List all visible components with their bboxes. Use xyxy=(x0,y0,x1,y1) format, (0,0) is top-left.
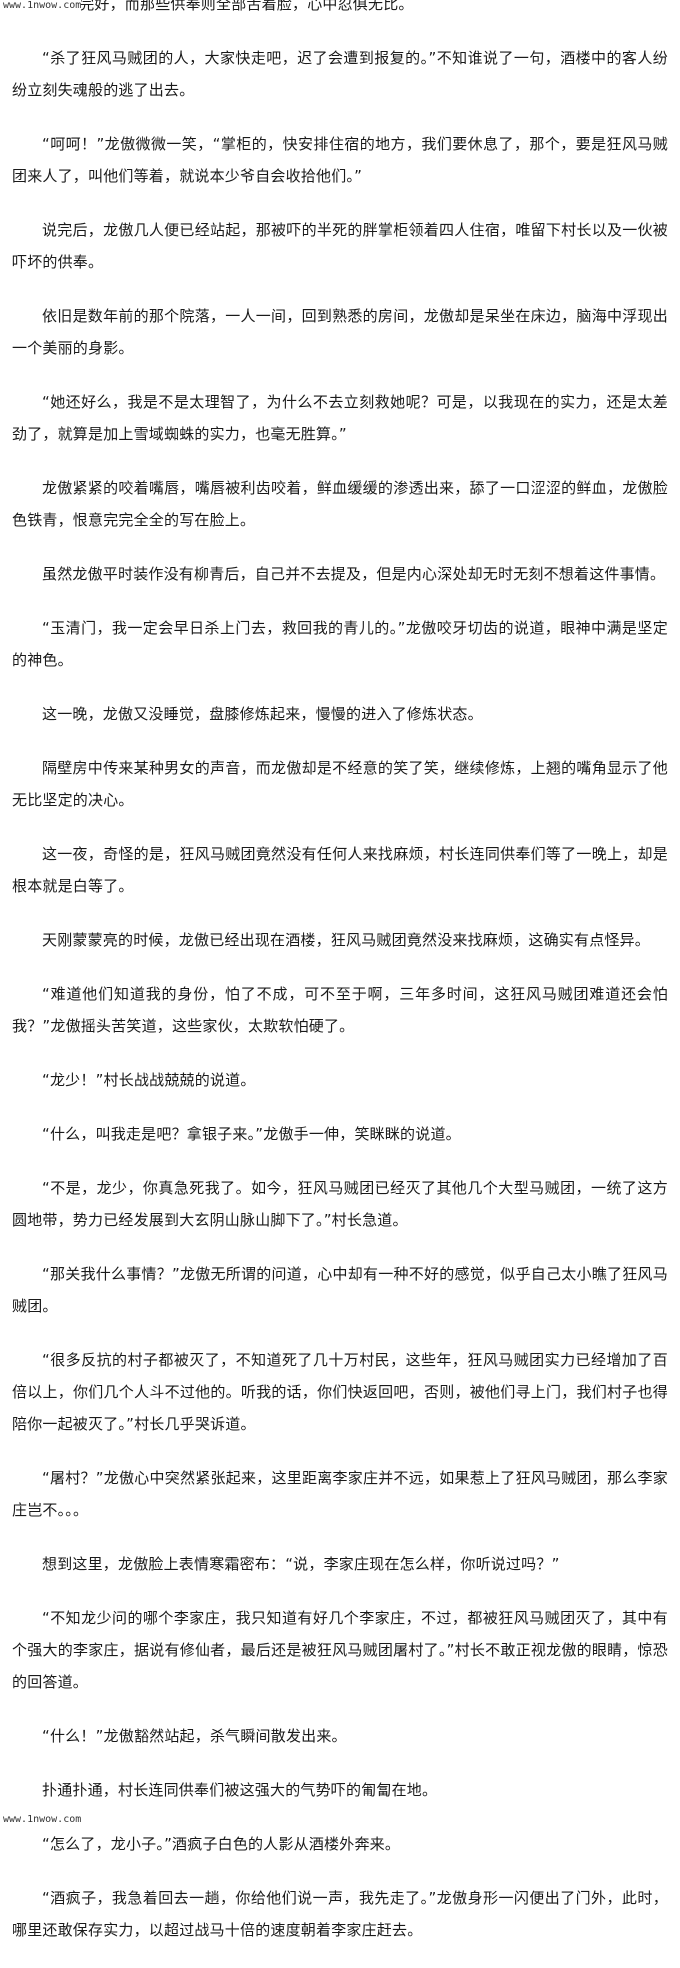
paragraph: “酒疯子，我急着回去一趟，你给他们说一声，我先走了。”龙傲身形一闪便出了门外，此… xyxy=(12,1889,668,1939)
paragraph: “很多反抗的村子都被灭了，不知道死了几十万村民，这些年，狂风马贼团实力已经增加了… xyxy=(12,1351,668,1433)
paragraph: 这一晚，龙傲又没睡觉，盘膝修炼起来，慢慢的进入了修炼状态。 xyxy=(42,705,483,723)
paragraph: 虽然龙傲平时装作没有柳青后，自己并不去提及，但是内心深处却无时无刻不想着这件事情… xyxy=(42,565,666,583)
paragraph: “难道他们知道我的身份，怕了不成，可不至于啊，三年多时间，这狂风马贼团难道还会怕… xyxy=(12,985,668,1035)
paragraph: 天刚蒙蒙亮的时候，龙傲已经出现在酒楼，狂风马贼团竟然没来找麻烦，这确实有点怪异。 xyxy=(42,931,651,949)
paragraph: 想到这里，龙傲脸上表情寒霜密布：“说，李家庄现在怎么样，你听说过吗？” xyxy=(42,1555,560,1573)
paragraph: “什么，叫我走是吧？拿银子来。”龙傲手一伸，笑眯眯的说道。 xyxy=(42,1125,461,1143)
paragraph: “她还好么，我是不是太理智了，为什么不去立刻救她呢？可是，以我现在的实力，还是太… xyxy=(12,393,668,443)
paragraph: 这一夜，奇怪的是，狂风马贼团竟然没有任何人来找麻烦，村长连同供奉们等了一晚上，却… xyxy=(12,845,668,895)
paragraph: 依旧是数年前的那个院落，一人一间，回到熟悉的房间，龙傲却是呆坐在床边，脑海中浮现… xyxy=(12,307,668,357)
site-watermark-bottom: www.1nwow.com xyxy=(3,1814,82,1826)
paragraph: 说完后，龙傲几人便已经站起，那被吓的半死的胖掌柜领着四人住宿，唯留下村长以及一伙… xyxy=(12,221,668,271)
paragraph: “龙少！”村长战战兢兢的说道。 xyxy=(42,1071,256,1089)
paragraph: 扑通扑通，村长连同供奉们被这强大的气势吓的匍匐在地。 xyxy=(42,1781,438,1799)
paragraph: “不知龙少问的哪个李家庄，我只知道有好几个李家庄，不过，都被狂风马贼团灭了，其中… xyxy=(12,1609,668,1691)
document-page: 说完好，而那些供奉则全部舌着脸，心中忍俱无比。 “杀了狂风马贼团的人，大家快走吧… xyxy=(3,0,668,1939)
paragraph: 说完好，而那些供奉则全部舌着脸，心中忍俱无比。 xyxy=(64,0,414,13)
paragraph: “屠村？”龙傲心中突然紧张起来，这里距离李家庄并不远，如果惹上了狂风马贼团，那么… xyxy=(12,1469,668,1519)
paragraph: “怎么了，龙小子。”酒疯子白色的人影从酒楼外奔来。 xyxy=(42,1835,401,1853)
paragraph: “不是，龙少，你真急死我了。如今，狂风马贼团已经灭了其他几个大型马贼团，一统了这… xyxy=(12,1179,668,1229)
paragraph: “呵呵！”龙傲微微一笑，“掌柜的，快安排住宿的地方，我们要休息了，那个，要是狂风… xyxy=(12,135,668,185)
paragraph: “什么！”龙傲豁然站起，杀气瞬间散发出来。 xyxy=(42,1727,347,1745)
site-watermark-top: www.1nwow.com xyxy=(3,0,82,12)
paragraph: “玉清门，我一定会早日杀上门去，救回我的青儿的。”龙傲咬牙切齿的说道，眼神中满是… xyxy=(12,619,668,669)
paragraph: “杀了狂风马贼团的人，大家快走吧，迟了会遭到报复的。”不知谁说了一句，酒楼中的客… xyxy=(12,49,668,99)
paragraph: 隔壁房中传来某种男女的声音，而龙傲却是不经意的笑了笑，继续修炼，上翘的嘴角显示了… xyxy=(12,759,668,809)
paragraph: 龙傲紧紧的咬着嘴唇，嘴唇被利齿咬着，鲜血缓缓的渗透出来，舔了一口涩涩的鲜血，龙傲… xyxy=(12,479,668,529)
paragraph: “那关我什么事情？”龙傲无所谓的问道，心中却有一种不好的感觉，似乎自己太小瞧了狂… xyxy=(12,1265,668,1315)
